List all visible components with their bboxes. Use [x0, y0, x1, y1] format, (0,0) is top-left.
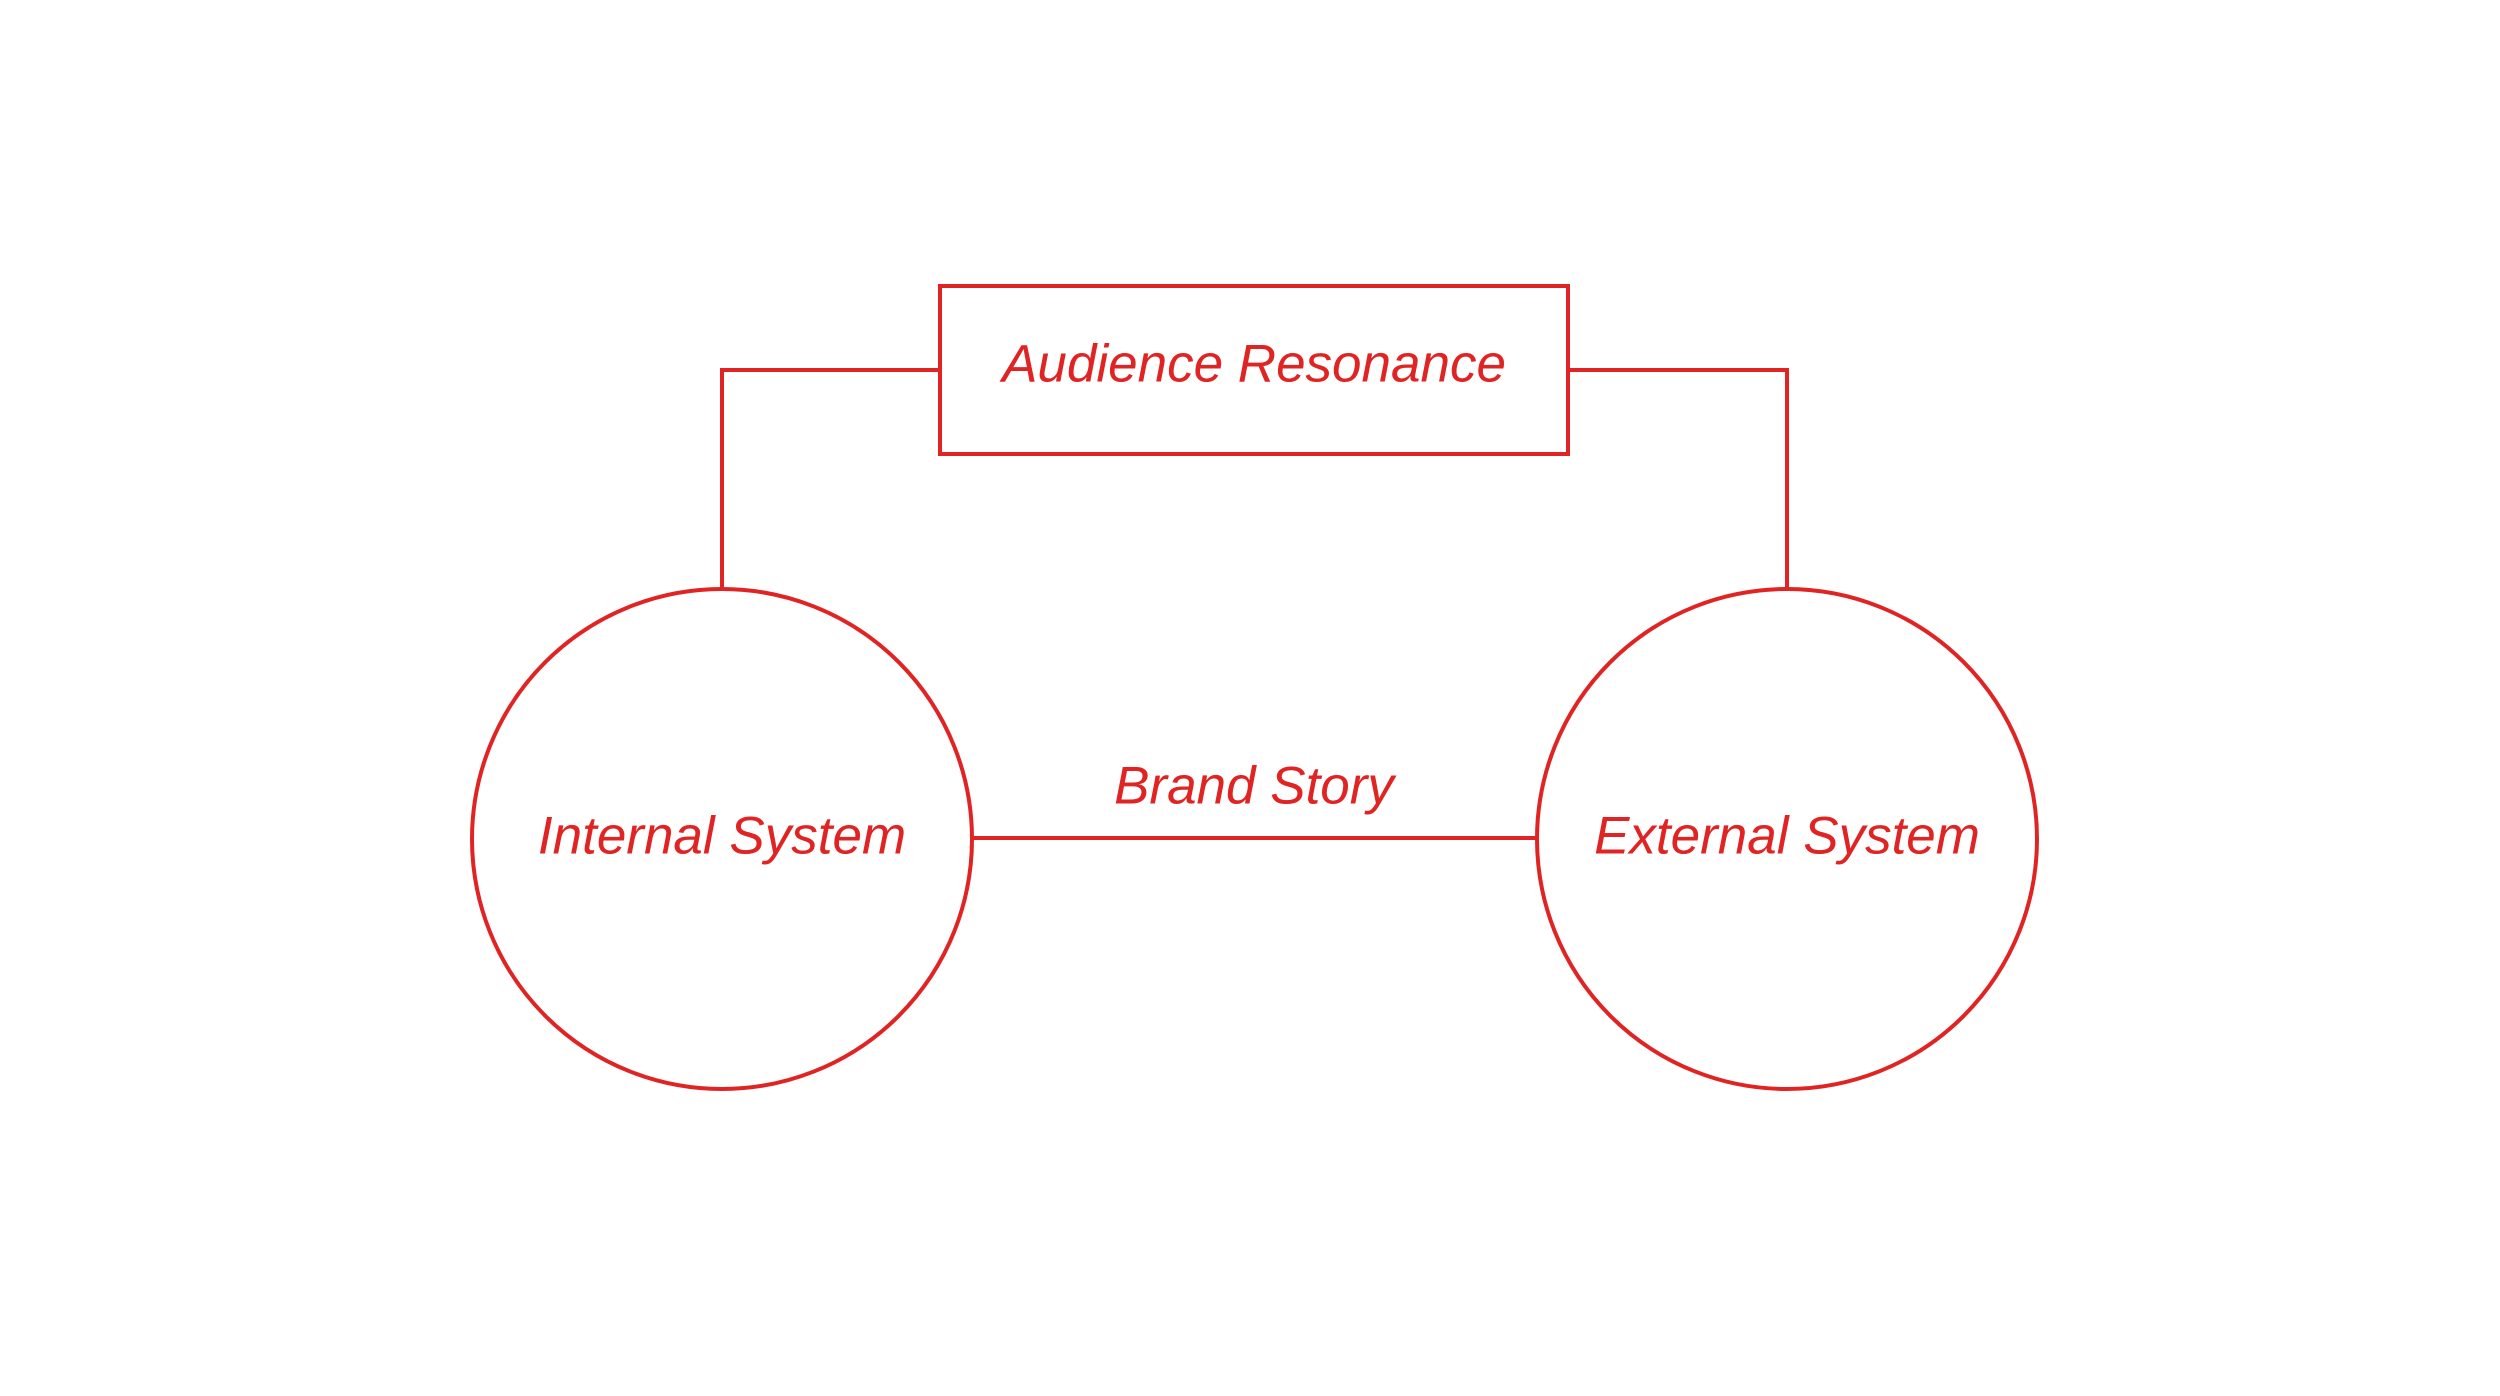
internal-system-node: Internal System [470, 587, 974, 1091]
internal-system-label: Internal System [538, 807, 906, 866]
brand-story-label: Brand Story [1114, 757, 1397, 816]
external-system-node: External System [1535, 587, 2039, 1091]
audience-resonance-label: Audience Resonance [999, 335, 1506, 394]
connector-audience-to-internal [720, 368, 940, 589]
external-system-label: External System [1594, 807, 1980, 866]
audience-resonance-node: Audience Resonance [938, 284, 1570, 456]
brand-story-edge: Brand Story [972, 757, 1537, 840]
connector-audience-to-external [1568, 368, 1789, 589]
